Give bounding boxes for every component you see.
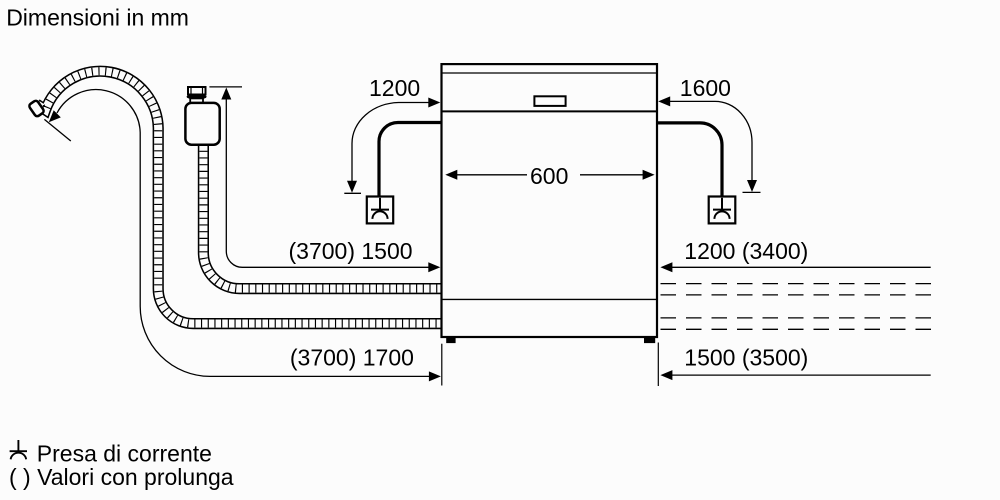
svg-text:Dimensioni in mm: Dimensioni in mm — [6, 4, 189, 30]
svg-text:(3700) 1700: (3700) 1700 — [290, 345, 414, 371]
svg-text:1200: 1200 — [369, 75, 420, 101]
svg-text:( ) Valori con prolunga: ( ) Valori con prolunga — [9, 464, 234, 490]
svg-text:600: 600 — [530, 163, 568, 189]
svg-text:(3700) 1500: (3700) 1500 — [289, 238, 413, 264]
svg-text:1200 (3400): 1200 (3400) — [684, 238, 808, 264]
svg-text:1500 (3500): 1500 (3500) — [684, 345, 808, 371]
svg-text:Presa di corrente: Presa di corrente — [37, 441, 212, 467]
svg-text:1600: 1600 — [680, 75, 731, 101]
